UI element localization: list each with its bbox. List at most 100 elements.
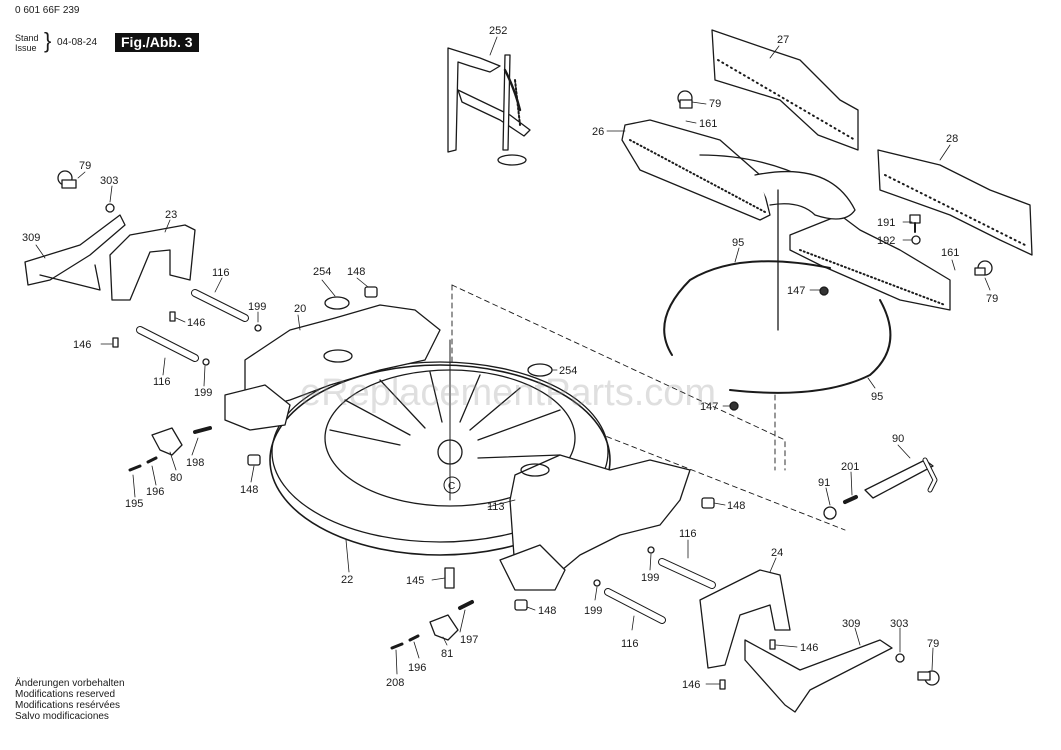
cap-148-d — [514, 599, 528, 611]
callout-116-a: 116 — [212, 267, 230, 279]
screw-147-bottom — [729, 401, 739, 411]
fence-right-base — [754, 170, 951, 311]
fence-309-right — [744, 639, 893, 713]
callout-113: 113 — [487, 501, 505, 513]
washer-303-left — [105, 203, 115, 213]
callout-148-a: 148 — [347, 266, 365, 278]
note-es: Salvo modificaciones — [15, 711, 109, 722]
washer-303-right — [895, 653, 905, 663]
note-en: Modifications reserved — [15, 689, 116, 700]
c-mark: C — [448, 481, 455, 492]
screw-191 — [909, 214, 921, 233]
callout-252: 252 — [489, 25, 507, 37]
callout-146-d: 146 — [682, 679, 700, 691]
pins-116-right — [604, 558, 716, 624]
callout-148-b: 148 — [240, 484, 258, 496]
fence-26 — [621, 119, 811, 221]
fence-plate-27 — [711, 29, 859, 151]
clamp-252 — [447, 47, 531, 166]
screw-146-d — [719, 679, 726, 690]
callout-20: 20 — [294, 303, 306, 315]
callout-309-left: 309 — [22, 232, 40, 244]
washer-199-d — [593, 579, 601, 587]
callout-146-c: 146 — [800, 642, 818, 654]
callout-208: 208 — [386, 677, 404, 689]
callout-95-bottom: 95 — [871, 391, 883, 403]
callout-303-right: 303 — [890, 618, 908, 630]
callout-22: 22 — [341, 574, 353, 586]
callout-116-d: 116 — [621, 638, 639, 650]
knob-79-bottom — [917, 670, 940, 686]
washer-199-a — [254, 324, 262, 332]
handle-90 — [823, 457, 938, 520]
callout-116-c: 116 — [679, 528, 697, 540]
lever-80 — [128, 426, 212, 472]
callout-116-b: 116 — [153, 376, 171, 388]
callout-161-top: 161 — [699, 118, 717, 130]
ring-95 — [663, 189, 892, 394]
leader-lines — [35, 36, 991, 685]
callout-195: 195 — [125, 498, 143, 510]
callout-199-b: 199 — [194, 387, 212, 399]
callout-161-right: 161 — [941, 247, 959, 259]
cap-148-b — [247, 454, 261, 466]
callout-80: 80 — [170, 472, 182, 484]
arm-113 — [499, 454, 691, 591]
callout-196-b: 196 — [408, 662, 426, 674]
callout-199-c: 199 — [641, 572, 659, 584]
fence-plate-28 — [877, 149, 1033, 256]
callout-254-a: 254 — [313, 266, 331, 278]
callout-146-b: 146 — [73, 339, 91, 351]
callout-145: 145 — [406, 575, 424, 587]
bolt-145 — [444, 567, 455, 589]
part-number: 0 601 66F 239 — [15, 5, 80, 16]
callout-147-bottom: 147 — [700, 401, 718, 413]
note-de: Änderungen vorbehalten — [15, 678, 125, 689]
lever-81 — [390, 600, 474, 650]
disc-254-a — [324, 296, 350, 310]
callout-254-b: 254 — [559, 365, 577, 377]
callout-198: 198 — [186, 457, 204, 469]
bracket-24 — [699, 569, 791, 669]
stand-label: Stand — [15, 33, 39, 43]
screw-146-b — [112, 337, 119, 348]
callout-24: 24 — [771, 547, 783, 559]
callout-95-top: 95 — [732, 237, 744, 249]
callout-148-c: 148 — [727, 500, 745, 512]
knob-79-top — [677, 90, 693, 109]
cap-148-a — [364, 286, 378, 298]
callout-81: 81 — [441, 648, 453, 660]
callout-79-bottom: 79 — [927, 638, 939, 650]
callout-147-top: 147 — [787, 285, 805, 297]
callout-197: 197 — [460, 634, 478, 646]
callout-148-d: 148 — [538, 605, 556, 617]
callout-91: 91 — [818, 477, 830, 489]
watermark: eReplacementParts.com — [300, 372, 717, 414]
callout-23: 23 — [165, 209, 177, 221]
figure-badge: Fig./Abb. 3 — [115, 33, 199, 52]
callout-309-right: 309 — [842, 618, 860, 630]
callout-201: 201 — [841, 461, 859, 473]
callout-26: 26 — [592, 126, 604, 138]
brace: } — [44, 28, 52, 53]
washer-199-b — [202, 358, 210, 366]
callout-79-left: 79 — [79, 160, 91, 172]
issue-date: 04-08-24 — [57, 37, 98, 48]
callout-199-a: 199 — [248, 301, 266, 313]
callout-196-a: 196 — [146, 486, 164, 498]
arm-20 — [224, 304, 441, 431]
knob-79-right — [974, 260, 993, 276]
screw-146-a — [169, 311, 176, 322]
callout-192: 192 — [877, 235, 895, 247]
issue-label: Issue — [15, 43, 37, 53]
callout-27: 27 — [777, 34, 789, 46]
callout-79-top: 79 — [709, 98, 721, 110]
screw-147-top — [819, 286, 829, 296]
note-fr: Modifications resérvées — [15, 700, 121, 711]
callout-90: 90 — [892, 433, 904, 445]
callout-28: 28 — [946, 133, 958, 145]
callout-191: 191 — [877, 217, 895, 229]
callout-79-right: 79 — [986, 293, 998, 305]
callout-303-left: 303 — [100, 175, 118, 187]
